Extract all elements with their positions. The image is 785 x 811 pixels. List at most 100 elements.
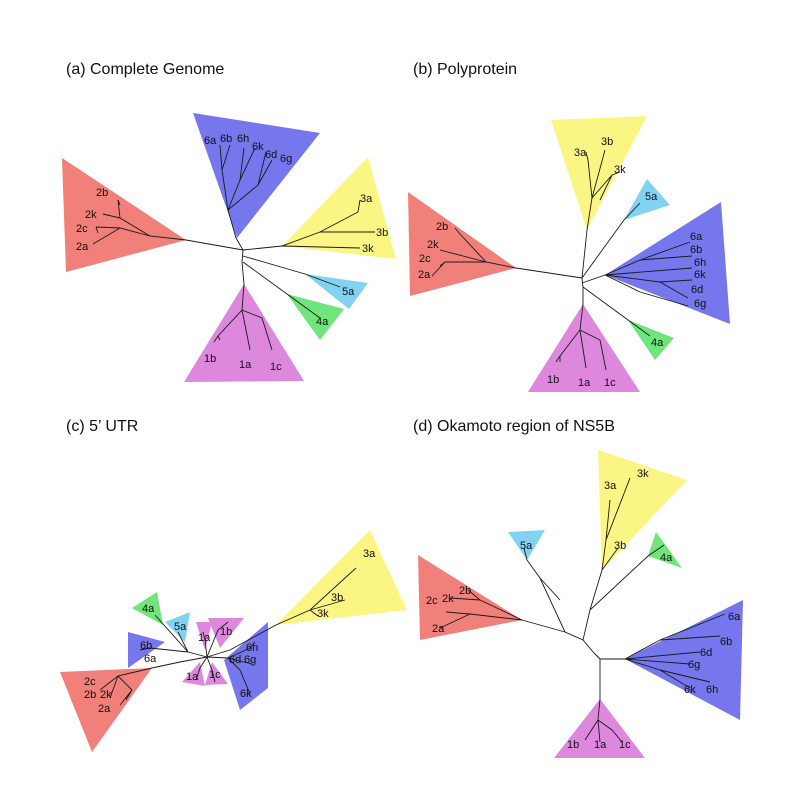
leaf-d-6g: 6g (688, 659, 700, 671)
leaf-b-1a: 1a (578, 377, 591, 389)
leaf-d-3b: 3b (614, 540, 626, 552)
clade-c-genotype-4 (132, 592, 163, 625)
leaf-d-2b: 2b (459, 585, 471, 597)
leaf-c-1b: 1b (220, 626, 232, 638)
clade-c-genotype-6-right (224, 622, 268, 710)
leaf-b-2a: 2a (418, 269, 431, 281)
leaf-c-2a: 2a (98, 703, 111, 715)
leaf-d-1a: 1a (594, 739, 607, 751)
leaf-a-6b: 6b (220, 133, 232, 145)
clade-c-genotype-5 (165, 612, 190, 642)
leaf-labels-b: 2b 2k 2c 2a 3a 3b 3k 5a 6a 6b 6h 6k 6d 6… (418, 136, 706, 389)
clade-c-genotype-3 (276, 530, 407, 625)
leaf-d-2k: 2k (442, 593, 454, 605)
leaf-c-6k: 6k (240, 688, 252, 700)
clade-a-genotype-5 (305, 274, 368, 309)
leaf-a-5a: 5a (342, 286, 355, 298)
leaf-a-3k: 3k (362, 243, 374, 255)
clade-c-genotype-2 (60, 668, 152, 752)
leaf-d-2c: 2c (426, 595, 438, 607)
branches-d (439, 477, 726, 743)
panel-a-title: (a) Complete Genome (66, 61, 224, 78)
leaf-c-6h: 6h (246, 642, 258, 654)
leaf-b-6h: 6h (694, 257, 706, 269)
clade-d-genotype-3 (598, 450, 687, 570)
panel-b-title: (b) Polyprotein (413, 61, 517, 78)
leaf-d-6h: 6h (706, 684, 718, 696)
leaf-c-3a: 3a (363, 548, 376, 560)
leaf-b-3k: 3k (614, 164, 626, 176)
leaf-a-1c: 1c (270, 361, 282, 373)
panel-c: (c) 5’ UTR 3a 3b 3k 4a 5a 6b 6a 1a 1b 1a… (60, 418, 407, 752)
leaf-d-4a: 4a (660, 552, 673, 564)
clade-b-genotype-2 (408, 192, 516, 296)
leaf-b-1c: 1c (604, 377, 616, 389)
leaf-b-3a: 3a (574, 147, 587, 159)
leaf-d-3k: 3k (637, 468, 649, 480)
clade-b-genotype-5 (624, 179, 670, 220)
clade-a-genotype-6 (193, 113, 320, 238)
clade-a-genotype-1 (184, 284, 304, 382)
leaf-b-6d: 6d (691, 284, 703, 296)
leaf-a-6d: 6d (265, 149, 277, 161)
leaf-d-1b: 1b (567, 739, 579, 751)
leaf-c-6b: 6b (140, 640, 152, 652)
clade-d-genotype-6 (625, 600, 743, 720)
leaf-c-5a: 5a (174, 621, 187, 633)
leaf-a-4a: 4a (316, 316, 329, 328)
leaf-c-1c: 1c (209, 669, 221, 681)
leaf-a-2c: 2c (76, 223, 88, 235)
leaf-d-6d: 6d (700, 647, 712, 659)
clade-b-genotype-4 (628, 320, 674, 360)
leaf-c-6d: 6d (229, 654, 241, 666)
leaf-b-1b: 1b (547, 374, 559, 386)
leaf-d-5a: 5a (520, 540, 533, 552)
leaf-b-2c: 2c (419, 253, 431, 265)
leaf-b-2k: 2k (427, 239, 439, 251)
branches-a (92, 144, 375, 351)
clade-d-genotype-1 (554, 699, 645, 758)
leaf-a-6a: 6a (204, 135, 217, 147)
leaf-d-6b: 6b (720, 636, 732, 648)
panel-c-title: (c) 5’ UTR (66, 418, 138, 435)
leaf-c-1a-bottom: 1a (186, 671, 199, 683)
leaf-b-6g: 6g (694, 298, 706, 310)
leaf-b-6k: 6k (694, 269, 706, 281)
leaf-c-3b: 3b (331, 592, 343, 604)
panel-d-title: (d) Okamoto region of NS5B (413, 418, 615, 435)
leaf-labels-c: 3a 3b 3k 4a 5a 6b 6a 1a 1b 1a 1c 6h 6d 6… (84, 548, 376, 715)
leaf-c-2c: 2c (84, 676, 96, 688)
leaf-a-6g: 6g (280, 153, 292, 165)
leaf-a-3b: 3b (376, 227, 388, 239)
leaf-d-6k: 6k (684, 684, 696, 696)
leaf-b-6a: 6a (690, 231, 703, 243)
leaf-a-2a: 2a (76, 241, 89, 253)
leaf-c-6g: 6g (244, 654, 256, 666)
leaf-c-4a: 4a (142, 603, 155, 615)
leaf-d-3a: 3a (604, 480, 617, 492)
leaf-a-6k: 6k (252, 141, 264, 153)
panel-a: (a) Complete Genome 2b 2k 2c 2a 6a 6b 6h… (62, 61, 396, 382)
branches-b (431, 149, 693, 371)
clade-d-genotype-5 (508, 530, 545, 560)
leaf-a-3a: 3a (360, 193, 373, 205)
clade-a-genotype-4 (287, 294, 344, 340)
leaf-a-6h: 6h (237, 133, 249, 145)
clade-a-genotype-2 (62, 158, 186, 272)
panel-d: (d) Okamoto region of NS5B 5a 3a 3k 3b 4… (413, 418, 743, 758)
leaf-b-2b: 2b (436, 221, 448, 233)
clade-d-genotype-2 (418, 555, 522, 640)
leaf-c-2b: 2b (84, 689, 96, 701)
leaf-a-2b: 2b (96, 187, 108, 199)
leaf-d-6a: 6a (728, 611, 741, 623)
leaf-c-2k: 2k (100, 689, 112, 701)
leaf-d-1c: 1c (619, 739, 631, 751)
branches-c (99, 567, 357, 706)
leaf-a-1a: 1a (239, 359, 252, 371)
panel-b: (b) Polyprotein 2b 2k 2c 2a 3a 3b 3k 5a … (408, 61, 730, 392)
leaf-a-1b: 1b (204, 353, 216, 365)
clade-c-genotype-6-left (128, 632, 165, 668)
clade-c-genotype-1-c (182, 662, 205, 686)
clade-b-genotype-1 (528, 304, 640, 392)
